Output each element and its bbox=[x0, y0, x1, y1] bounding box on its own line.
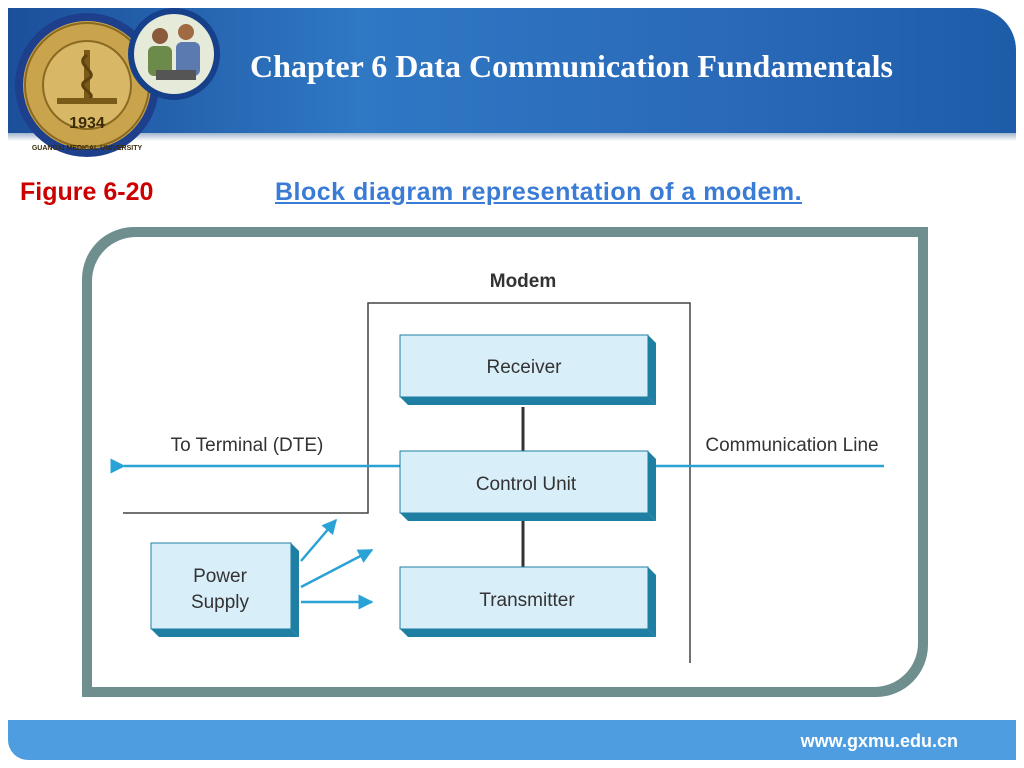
figure-label: Figure 6-20 bbox=[20, 178, 154, 206]
power-supply-block: Power Supply bbox=[150, 542, 299, 637]
to-terminal-label: To Terminal (DTE) bbox=[171, 435, 324, 456]
page-title: Chapter 6 Data Communication Fundamental… bbox=[250, 48, 893, 84]
power-supply-label-line1: Power bbox=[193, 566, 248, 587]
figure-caption: Block diagram representation of a modem. bbox=[275, 178, 803, 206]
modem-block-diagram: Modem To Terminal (DTE) Communication Li… bbox=[110, 271, 884, 663]
receiver-block: Receiver bbox=[399, 334, 656, 405]
footer-bar bbox=[8, 720, 1016, 760]
transmitter-block: Transmitter bbox=[399, 566, 656, 637]
power-arrow-up bbox=[300, 518, 337, 562]
seal-year: 1934 bbox=[69, 115, 105, 132]
transmitter-label: Transmitter bbox=[479, 590, 575, 611]
people-photo-icon bbox=[128, 8, 220, 100]
control-unit-label: Control Unit bbox=[476, 474, 577, 495]
modem-label: Modem bbox=[490, 271, 557, 292]
communication-line-label: Communication Line bbox=[705, 435, 878, 456]
control-unit-block: Control Unit bbox=[399, 450, 656, 521]
power-supply-label-line2: Supply bbox=[191, 592, 250, 613]
receiver-label: Receiver bbox=[487, 357, 563, 378]
modem-enclosure bbox=[123, 302, 691, 663]
header-shadow bbox=[8, 133, 1016, 141]
seal-text: GUANGXI MEDICAL UNIVERSITY bbox=[32, 145, 143, 152]
footer-url[interactable]: www.gxmu.edu.cn bbox=[800, 731, 958, 751]
university-seal-logo: 1934 GUANGXI MEDICAL UNIVERSITY bbox=[15, 13, 159, 157]
power-arrow-mid bbox=[300, 548, 374, 589]
